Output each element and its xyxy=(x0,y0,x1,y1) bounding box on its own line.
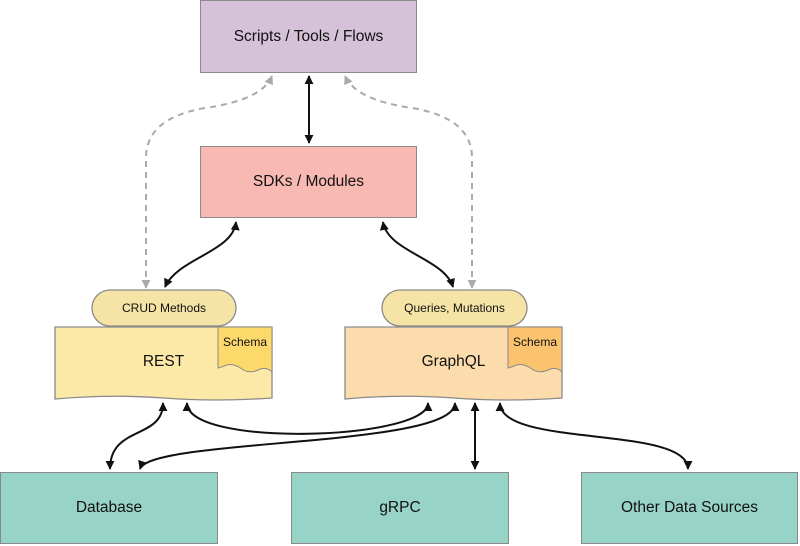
arrow-sdks-rest xyxy=(164,221,240,288)
arrow-sdks-graphql xyxy=(379,221,455,288)
graphql-methods-oval xyxy=(381,289,528,327)
dashed-arrow-graphql-to-scripts xyxy=(344,75,477,289)
arrow-graphql-other xyxy=(495,402,693,470)
rest-schema-label: Schema xyxy=(222,335,268,349)
rest-methods-label: CRUD Methods xyxy=(121,301,207,315)
graphql-label: GraphQL xyxy=(421,353,486,370)
sdks-modules-box: SDKs / Modules xyxy=(200,146,417,218)
scripts-tools-flows-box: Scripts / Tools / Flows xyxy=(200,0,417,73)
graphql-schema-tab xyxy=(507,326,563,374)
rest-label: REST xyxy=(142,353,185,370)
arrow-graphql-database xyxy=(138,402,460,470)
scripts-tools-flows-label: Scripts / Tools / Flows xyxy=(233,27,384,45)
rest-schema-tab xyxy=(217,326,273,374)
other-data-sources-box: Other Data Sources xyxy=(581,472,798,544)
grpc-box: gRPC xyxy=(291,472,509,544)
dashed-arrow-rest-to-scripts xyxy=(141,75,274,289)
rest-methods-oval xyxy=(91,289,237,327)
other-data-sources-label: Other Data Sources xyxy=(621,499,758,516)
sdks-modules-label: SDKs / Modules xyxy=(252,173,365,190)
graphql-methods-label: Queries, Mutations xyxy=(404,301,505,315)
graphql-schema-label: Schema xyxy=(512,335,558,349)
grpc-label: gRPC xyxy=(379,499,421,516)
database-label: Database xyxy=(75,499,143,516)
arrow-rest-graphql xyxy=(182,402,433,435)
database-box: Database xyxy=(0,472,218,544)
